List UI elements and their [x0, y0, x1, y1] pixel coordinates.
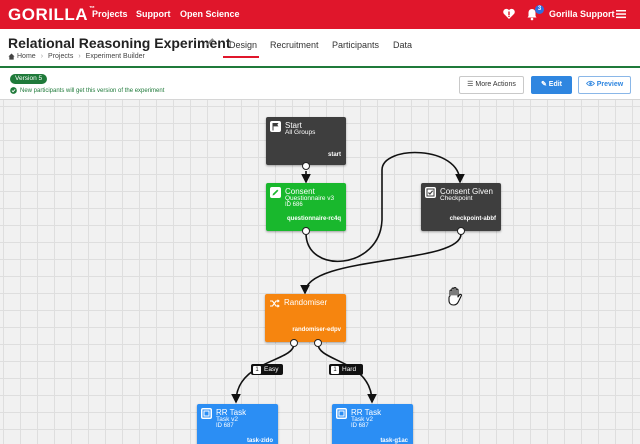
- notification-count-badge: 3: [535, 5, 544, 14]
- version-note-text: New participants will get this version o…: [20, 87, 165, 94]
- flag-icon: [270, 121, 281, 132]
- breadcrumb: Home › Projects › Experiment Builder: [8, 53, 145, 60]
- branch-name: Easy: [264, 366, 279, 373]
- connector-consent-checkpoint: [305, 151, 465, 263]
- preview-label: Preview: [596, 81, 624, 88]
- bell-icon[interactable]: [525, 7, 539, 21]
- consent-output-port[interactable]: [302, 227, 310, 235]
- node-version-id: ID 687: [351, 423, 369, 429]
- tab-recruitment[interactable]: Recruitment: [270, 40, 319, 50]
- node-title: Consent Given: [440, 187, 493, 196]
- heart-alert-icon[interactable]: [502, 7, 516, 21]
- node-version-id: ID 686: [285, 202, 303, 208]
- branch-weight: 1: [253, 366, 261, 374]
- eye-icon: [585, 80, 595, 87]
- node-title: Start: [285, 121, 302, 130]
- node-title: RR Task: [351, 408, 382, 417]
- node-version-id: ID 687: [216, 423, 234, 429]
- checkbox-icon: [425, 187, 436, 198]
- breadcrumb-experiment-builder[interactable]: Experiment Builder: [85, 53, 145, 60]
- breadcrumb-separator: ›: [78, 53, 81, 60]
- randomiser-node[interactable]: Randomiser randomiser-edpv: [265, 294, 346, 342]
- connector-lines: [231, 151, 465, 404]
- node-id: checkpoint-abbf: [449, 216, 496, 222]
- connector-checkpoint-randomiser: [300, 233, 462, 295]
- consent-given-output-port[interactable]: [457, 227, 465, 235]
- node-id: start: [327, 152, 341, 158]
- task-node-easy[interactable]: RR Task Task v2 ID 687 task-zido: [197, 404, 278, 444]
- node-id: task-zido: [246, 438, 273, 444]
- branch-name: Hard: [342, 366, 357, 373]
- node-id: task-g1ac: [380, 438, 408, 444]
- nav-support[interactable]: Support: [136, 9, 171, 19]
- home-icon: [8, 53, 15, 60]
- gorilla-logo[interactable]: GORILLA™: [8, 5, 96, 24]
- tab-data[interactable]: Data: [393, 40, 413, 50]
- node-subtitle: Task v2: [351, 416, 374, 423]
- node-subtitle: All Groups: [285, 129, 316, 136]
- edit-label: Edit: [548, 81, 563, 88]
- check-circle-icon: [10, 87, 17, 94]
- tab-participants[interactable]: Participants: [332, 40, 380, 50]
- shuffle-icon: [270, 299, 280, 308]
- breadcrumb-home[interactable]: Home: [17, 53, 36, 60]
- randomiser-output-port-easy[interactable]: [290, 339, 298, 347]
- menu-icon[interactable]: [614, 7, 628, 21]
- node-subtitle: Questionnaire v3: [285, 195, 335, 202]
- pencil-icon: ✎: [540, 81, 547, 88]
- node-title: Randomiser: [284, 298, 328, 307]
- task-icon: [336, 408, 347, 419]
- task-node-hard[interactable]: RR Task Task v2 ID 687 task-g1ac: [332, 404, 413, 444]
- start-node[interactable]: Start All Groups start: [266, 117, 346, 165]
- node-title: RR Task: [216, 408, 247, 417]
- user-name[interactable]: Gorilla Support: [549, 9, 615, 19]
- top-navbar: GORILLA™ Projects Support Open Science 3…: [0, 0, 640, 29]
- node-subtitle: Checkpoint: [440, 195, 473, 202]
- pencil-icon[interactable]: [206, 37, 215, 46]
- header-divider: [0, 66, 640, 68]
- nav-open-science[interactable]: Open Science: [180, 9, 240, 19]
- grab-hand-cursor-icon: [448, 287, 462, 306]
- page-header: Relational Reasoning Experiment Home › P…: [0, 29, 640, 67]
- experiment-tree-canvas[interactable]: Start All Groups start Consent Questionn…: [0, 100, 640, 444]
- list-icon: ☰: [467, 81, 474, 88]
- breadcrumb-projects[interactable]: Projects: [48, 53, 74, 60]
- consent-given-node[interactable]: Consent Given Checkpoint checkpoint-abbf: [421, 183, 501, 231]
- consent-node[interactable]: Consent Questionnaire v3 ID 686 question…: [266, 183, 346, 231]
- version-bar: Version 5 New participants will get this…: [0, 68, 640, 100]
- node-id: questionnaire-rc4q: [286, 216, 341, 222]
- node-id: randomiser-edpv: [292, 327, 341, 333]
- questionnaire-icon: [270, 187, 281, 198]
- nav-projects[interactable]: Projects: [92, 9, 128, 19]
- active-tab-indicator: [223, 56, 259, 58]
- page-title: Relational Reasoning Experiment: [8, 35, 231, 51]
- breadcrumb-separator: ›: [40, 53, 44, 60]
- start-output-port[interactable]: [302, 162, 310, 170]
- version-badge: Version 5: [10, 74, 48, 84]
- preview-button[interactable]: Preview: [578, 76, 631, 94]
- tab-design[interactable]: Design: [229, 40, 258, 50]
- branch-weight: 1: [331, 366, 339, 374]
- task-icon: [201, 408, 212, 419]
- more-actions-label: More Actions: [475, 81, 516, 88]
- node-subtitle: Task v2: [216, 416, 239, 423]
- version-note: New participants will get this version o…: [10, 87, 164, 94]
- edit-button[interactable]: ✎ Edit: [531, 76, 572, 94]
- more-actions-button[interactable]: ☰ More Actions: [459, 76, 524, 94]
- randomiser-output-port-hard[interactable]: [314, 339, 322, 347]
- node-title: Consent: [285, 187, 315, 196]
